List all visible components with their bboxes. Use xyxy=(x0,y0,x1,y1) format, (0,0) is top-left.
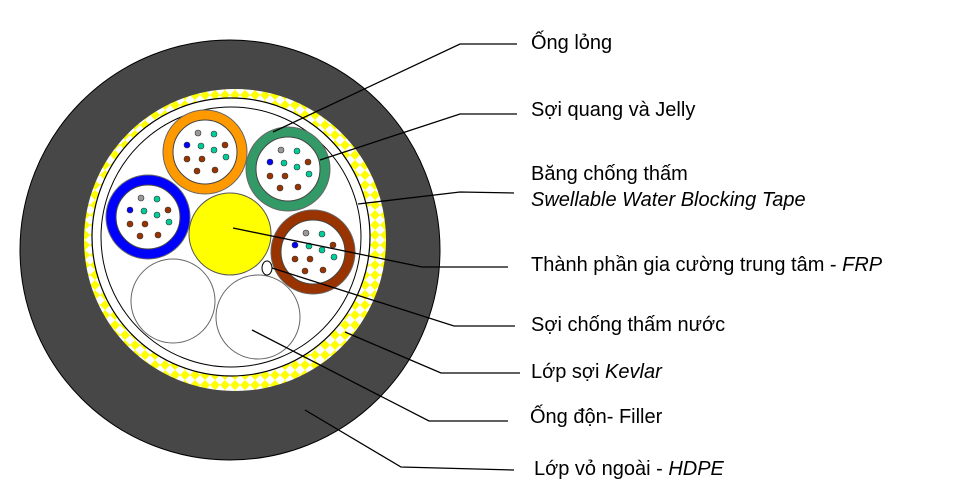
optical-fiber xyxy=(165,218,173,226)
optical-fiber xyxy=(266,158,274,166)
central-strength-member-frp xyxy=(188,192,272,276)
label-kevlar-vi: Lớp sợi xyxy=(531,361,606,383)
label-kevlar: Lớp sợi Kevlar xyxy=(531,360,662,384)
optical-fiber xyxy=(183,155,191,163)
optical-fiber xyxy=(319,266,327,274)
tube-jelly-orange xyxy=(172,119,238,185)
optical-fiber xyxy=(126,220,134,228)
tube-jelly-green xyxy=(255,136,321,202)
optical-fiber xyxy=(304,158,312,166)
optical-fiber xyxy=(306,255,314,263)
optical-fiber xyxy=(210,146,218,154)
leader-line-frp xyxy=(232,227,508,268)
optical-fiber xyxy=(164,206,172,214)
label-filler: Ống độn- Filler xyxy=(530,406,663,428)
leader-line-sheath xyxy=(304,409,515,471)
label-kevlar-en: Kevlar xyxy=(605,361,662,383)
optical-fiber xyxy=(281,172,289,180)
label-water-yarn: Sợi chống thấm nước xyxy=(531,314,726,336)
optical-fiber xyxy=(198,155,206,163)
leader-line-kevlar xyxy=(344,331,520,374)
optical-fiber xyxy=(154,231,162,239)
optical-fiber xyxy=(293,147,301,155)
optical-fiber xyxy=(221,141,229,149)
optical-fiber xyxy=(277,146,285,154)
leader-line-water-yarn xyxy=(271,267,515,327)
optical-fiber xyxy=(291,241,299,249)
optical-fiber xyxy=(301,267,309,275)
optical-fiber xyxy=(294,183,302,191)
optical-fiber xyxy=(280,159,288,167)
optical-fiber xyxy=(137,194,145,202)
tube-jelly-brown xyxy=(280,219,346,285)
optical-fiber xyxy=(141,220,149,228)
optical-fiber xyxy=(318,246,326,254)
optical-fiber xyxy=(329,241,337,249)
optical-fiber xyxy=(194,129,202,137)
label-frp-vi: Thành phần gia cường trung tâm - xyxy=(531,254,843,276)
leader-line-tape xyxy=(357,191,515,205)
optical-fiber xyxy=(302,229,310,237)
optical-fiber xyxy=(276,184,284,192)
optical-fiber xyxy=(183,141,191,149)
optical-fiber xyxy=(136,232,144,240)
optical-fiber xyxy=(222,153,230,161)
optical-fiber xyxy=(153,195,161,203)
leader-line-filler xyxy=(251,329,508,422)
leader-line-loose-tube xyxy=(272,43,517,133)
label-frp-en: FRP xyxy=(842,254,883,276)
label-sheath-vi: Lớp vỏ ngoài - xyxy=(534,458,669,480)
optical-fiber xyxy=(291,255,299,263)
optical-fiber xyxy=(193,167,201,175)
filler-tube xyxy=(215,274,301,360)
label-frp: Thành phần gia cường trung tâm - FRP xyxy=(531,253,882,277)
optical-fiber xyxy=(266,172,274,180)
leader-line-fiber-jelly xyxy=(319,113,517,161)
optical-fiber xyxy=(153,211,161,219)
label-fiber-jelly: Sợi quang và Jelly xyxy=(531,99,696,121)
tube-jelly-blue xyxy=(115,184,181,250)
label-tape-vi: Băng chống thấm xyxy=(531,163,688,185)
optical-fiber xyxy=(126,206,134,214)
label-sheath-en: HDPE xyxy=(668,458,724,480)
label-sheath: Lớp vỏ ngoài - HDPE xyxy=(534,457,724,481)
optical-fiber xyxy=(211,166,219,174)
filler-tube xyxy=(130,258,216,344)
label-loose-tube: Ống lỏng xyxy=(531,32,613,54)
optical-fiber xyxy=(330,253,338,261)
optical-fiber xyxy=(318,230,326,238)
optical-fiber xyxy=(197,142,205,150)
optical-fiber xyxy=(210,130,218,138)
optical-fiber xyxy=(305,170,313,178)
water-blocking-yarn xyxy=(261,260,273,276)
label-tape-en: Swellable Water Blocking Tape xyxy=(531,189,806,211)
optical-fiber xyxy=(293,163,301,171)
optical-fiber xyxy=(140,207,148,215)
